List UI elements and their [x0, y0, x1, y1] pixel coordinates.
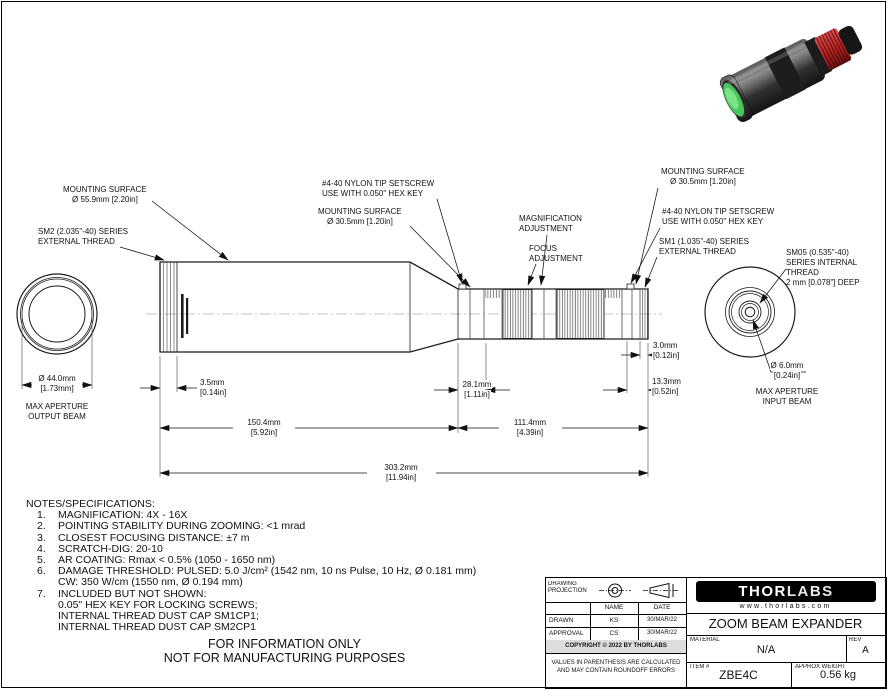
sm2-thread-lines: [163, 262, 175, 352]
approval-date: 30/MAR/22: [646, 630, 677, 636]
title-block: DRAWING PROJECTION NAME DATE DRAWN KS 30…: [545, 577, 887, 689]
projection-symbol-cone-icon: [643, 582, 679, 599]
engraving-mark-2: [186, 298, 189, 334]
material-label: MATERIAL: [690, 637, 720, 643]
material-value: N/A: [756, 644, 776, 656]
drawn-label: DRAWN: [549, 617, 574, 624]
thorlabs-website: www.thorlabs.com: [739, 603, 832, 610]
grip-ring: [764, 47, 806, 100]
disclaimer-line1: VALUES IN PARENTHESIS ARE CALCULATED: [551, 660, 681, 666]
dim-3-0mm: 3.0mm [0.12in]: [652, 341, 681, 360]
rev-value: A: [862, 645, 869, 656]
knurled-ring-a: [502, 289, 533, 339]
copyright-notice: COPYRIGHT © 2022 BY THORLABS: [546, 640, 686, 653]
dim-303-2mm: 303.2mm [11.94in]: [383, 463, 419, 482]
dimension-lines: [21, 351, 668, 477]
projection-symbol-circle-icon: [599, 583, 631, 598]
date-header: DATE: [653, 604, 671, 611]
knurled-ring-b: [556, 289, 605, 339]
engraving-mark: [181, 294, 184, 338]
drawn-name: KS: [609, 617, 619, 624]
product-photo: [719, 25, 863, 122]
drawn-date: 30/MAR/22: [646, 617, 677, 623]
output-end-view: [16, 273, 98, 355]
scale-ticks-right: [605, 290, 621, 298]
sm1-thread-lines: [642, 290, 648, 338]
dim-111-4mm: 111.4mm [4.39in]: [512, 418, 548, 437]
notes-header: NOTES/SPECIFICATIONS:: [26, 498, 155, 510]
dim-28-1mm: 28.1mm [1.11in]: [461, 380, 493, 399]
input-end-view: [704, 266, 796, 358]
approval-label: APPROVAL: [549, 630, 584, 637]
side-view: [159, 261, 649, 353]
setscrew-heads: [458, 283, 635, 290]
dim-input-aperture: Ø 6.0mm [0.24in]: [769, 361, 805, 380]
dim-13-3mm: 13.3mm [0.52in]: [651, 377, 682, 396]
product-title: ZOOM BEAM EXPANDER: [708, 616, 863, 631]
cap-tip: [838, 25, 863, 55]
disclaimer-line2: AND MAY CONTAIN ROUNDOFF ERRORS: [556, 668, 675, 674]
approx-weight-value: 0.56 kg: [819, 669, 857, 681]
item-number-label: ITEM #: [690, 664, 710, 670]
dim-3-5mm: 3.5mm [0.14in]: [199, 378, 228, 397]
dim-output-aperture: Ø 44.0mm [1.73mm]: [37, 374, 77, 393]
approx-weight-label: APPROX WEIGHT: [795, 664, 846, 670]
thorlabs-logo: THORLABS: [696, 581, 876, 602]
scale-ticks-left: [485, 290, 501, 298]
drawing-projection-label: DRAWING PROJECTION: [548, 581, 587, 594]
approval-name: CS: [609, 630, 619, 637]
dim-150-4mm: 150.4mm [5.92in]: [246, 418, 282, 437]
item-number-value: ZBE4C: [719, 668, 758, 682]
name-header: NAME: [604, 604, 624, 611]
rev-label: REV: [849, 637, 862, 643]
notes-section: NOTES/SPECIFICATIONS: 1.MAGNIFICATION: 4…: [26, 498, 477, 634]
extension-lines: [21, 318, 649, 477]
